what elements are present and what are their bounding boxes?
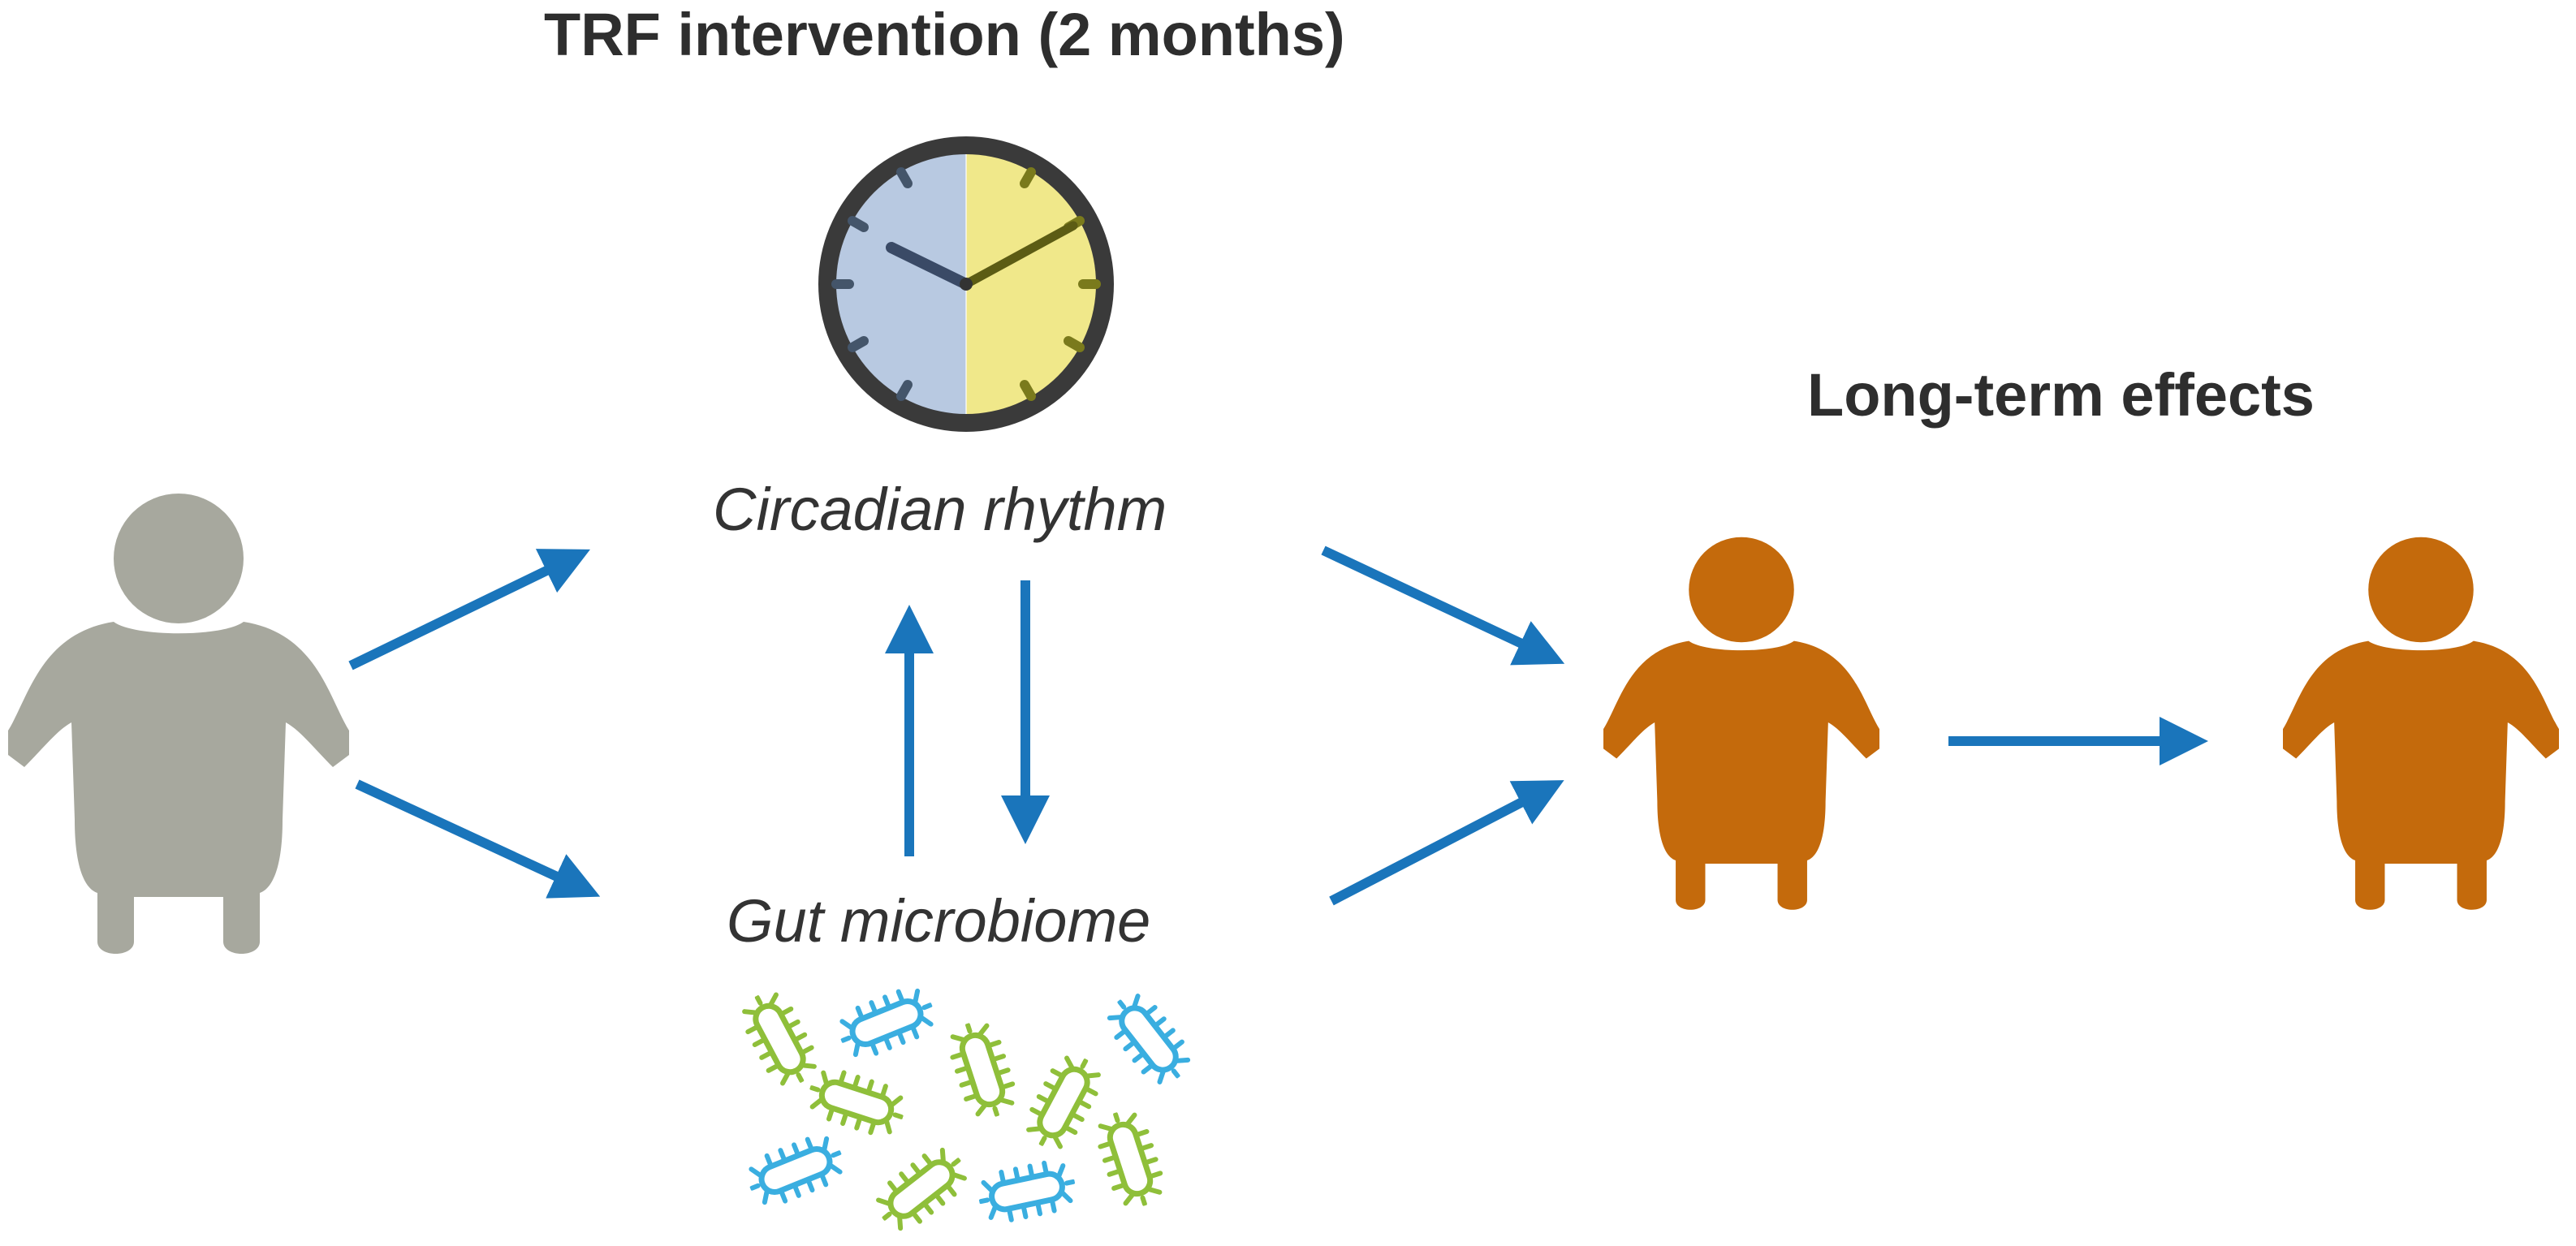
person-icon-long-term bbox=[2283, 537, 2559, 910]
circadian-rhythm-label: Circadian rhythm bbox=[713, 476, 1167, 543]
arrow-icon-microbiome-to-effect bbox=[1329, 780, 1564, 906]
arrow-icon-circadian-to-effect bbox=[1321, 545, 1565, 666]
arrow-icon-to-circadian bbox=[348, 549, 590, 670]
clock-icon bbox=[818, 136, 1114, 432]
effects-title: Long-term effects bbox=[1807, 361, 2315, 429]
arrow-icon-to-microbiome bbox=[355, 779, 601, 899]
bacteria-icon bbox=[736, 982, 1197, 1237]
person-icon-before bbox=[8, 494, 349, 954]
gut-microbiome-label: Gut microbiome bbox=[727, 887, 1151, 955]
intervention-title: TRF intervention (2 months) bbox=[544, 1, 1345, 68]
person-icon-after bbox=[1603, 537, 1879, 910]
